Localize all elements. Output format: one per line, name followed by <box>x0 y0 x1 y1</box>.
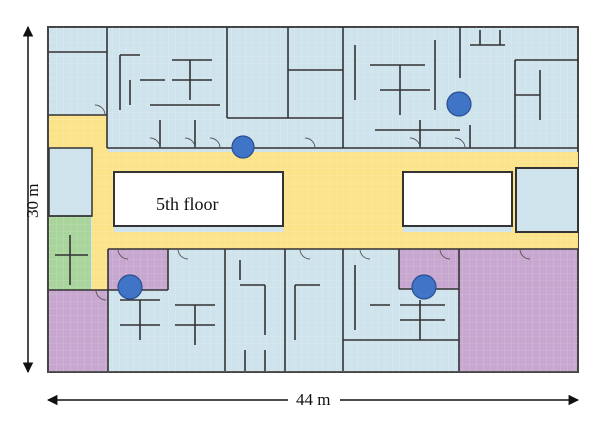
walls <box>49 27 578 371</box>
atrium-right <box>402 171 513 227</box>
height-dimension-label: 30 m <box>23 184 42 218</box>
marker-bottom-right <box>411 274 437 300</box>
room-left-middle <box>48 147 93 217</box>
door-arcs <box>94 104 531 301</box>
width-label-bg <box>288 388 340 410</box>
width-dimension-label: 44 m <box>296 390 330 409</box>
room-right-middle <box>515 167 579 233</box>
marker-top-right <box>446 91 472 117</box>
marker-top-center <box>231 135 255 159</box>
atrium-left <box>113 171 284 227</box>
floor-label: 5th floor <box>156 194 219 214</box>
marker-bottom-left <box>117 274 143 300</box>
